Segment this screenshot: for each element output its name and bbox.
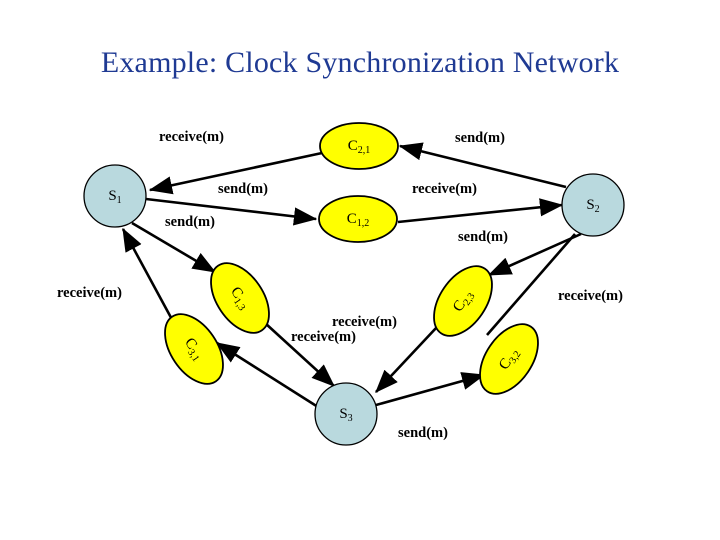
label-send-s1-c12: send(m) [218,181,268,197]
label-receive-center-lower: receive(m) [291,329,356,345]
label-send-s2-c23: send(m) [458,229,508,245]
edge-s1-to-c13 [131,221,217,274]
node-shape-c32 [479,323,539,395]
node-label-s3: S3 [339,406,352,424]
node-c32[interactable]: C3,2 [468,314,550,404]
node-c23[interactable]: C2,3 [422,256,504,346]
page-title: Example: Clock Synchronization Network [100,46,620,79]
node-c31[interactable]: C3,1 [153,304,235,394]
label-receive-left: receive(m) [57,285,122,301]
edge-c32-to-s2 [486,233,576,336]
node-shape-c31 [164,313,224,385]
label-receive-center-upper: receive(m) [332,314,397,330]
edge-s2-to-c23 [487,232,582,277]
label-receive-top-left: receive(m) [159,129,224,145]
edge-s3-to-c32 [375,372,486,407]
label-receive-right: receive(m) [558,288,623,304]
node-s2[interactable]: S2 [561,173,625,237]
node-shape-s1 [83,164,147,228]
label-receive-c12-s2: receive(m) [412,181,477,197]
edge-c13-to-s3 [264,322,335,387]
node-shape-c21 [319,122,399,170]
node-shape-c12 [318,195,398,243]
node-label-c21: C2,1 [348,138,371,156]
edge-s1-to-c12 [145,197,318,226]
node-label-s1: S1 [108,188,121,206]
node-shape-c13 [210,262,270,334]
label-send-s1-c13: send(m) [165,214,215,230]
node-s1[interactable]: S1 [83,164,147,228]
node-shape-c23 [433,265,493,337]
node-c12[interactable]: C1,2 [318,195,398,243]
edge-c23-to-s3 [375,326,438,393]
label-send-top-right: send(m) [455,130,505,146]
edge-c31-to-s1 [121,227,177,326]
label-send-bottom: send(m) [398,425,448,441]
node-label-s2: S2 [586,197,599,215]
edge-c21-to-s1 [148,151,323,195]
edge-s2-to-c21 [398,142,567,189]
node-label-c12: C1,2 [347,211,370,229]
edges-layer [121,142,582,409]
node-shape-s2 [561,173,625,237]
node-c13[interactable]: C1,3 [199,253,281,343]
edge-s3-to-c31 [215,341,319,409]
node-c21[interactable]: C2,1 [319,122,399,170]
node-shape-s3 [314,382,378,446]
edge-c12-to-s2 [397,198,564,224]
node-s3[interactable]: S3 [314,382,378,446]
